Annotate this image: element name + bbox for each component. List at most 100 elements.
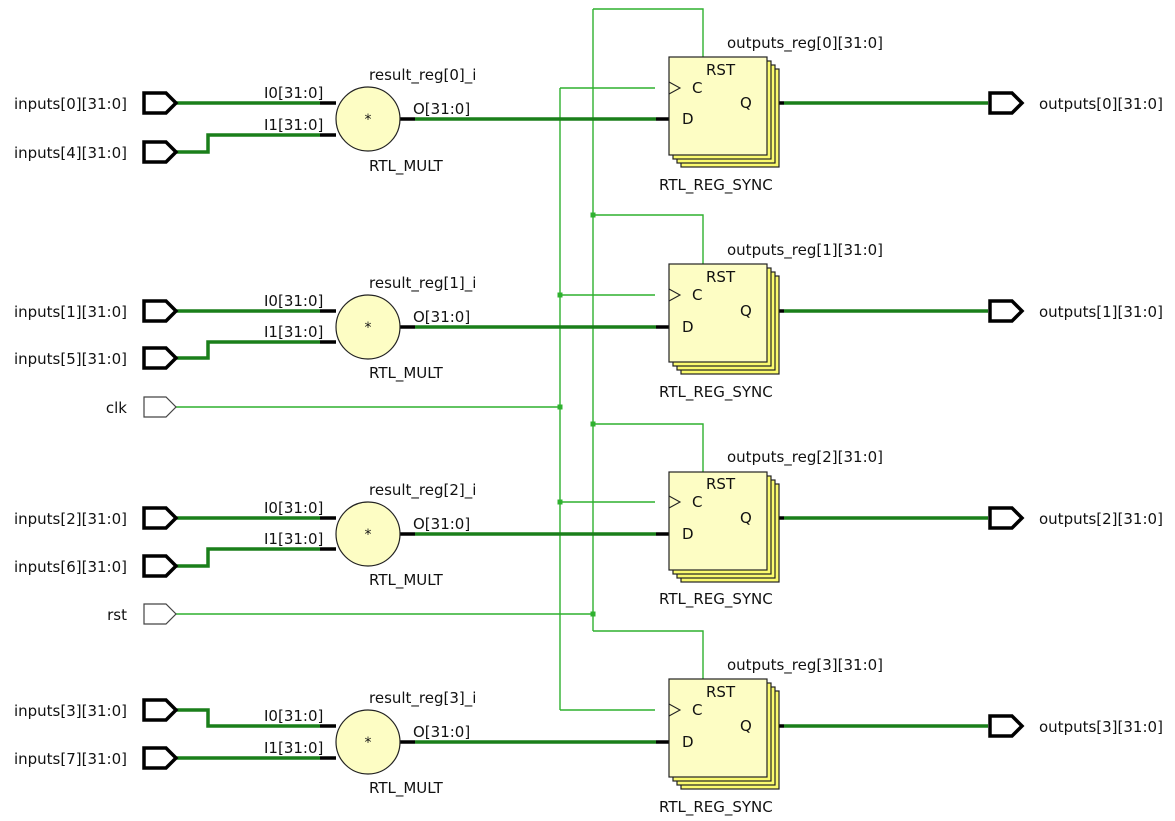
register-pin-d: D	[682, 733, 694, 751]
multiplier-type: RTL_MULT	[369, 364, 444, 383]
input-ports: inputs[0][31:0] inputs[4][31:0] inputs[1…	[14, 91, 179, 770]
register-type: RTL_REG_SYNC	[659, 176, 773, 195]
input-port[interactable]: inputs[6][31:0]	[14, 554, 179, 578]
register-cell[interactable]: outputs_reg[3][31:0] RST C D Q RTL_REG_S…	[659, 656, 883, 817]
output-port[interactable]: outputs[2][31:0]	[988, 506, 1163, 530]
output-ports: outputs[0][31:0] outputs[1][31:0] output…	[988, 91, 1163, 738]
register-body	[668, 263, 768, 363]
multiplier-cell[interactable]: result_reg[2]_i I0[31:0] I1[31:0] * O[31…	[264, 481, 476, 590]
register-pin-c: C	[692, 79, 702, 97]
multiplier-type: RTL_MULT	[369, 157, 444, 176]
register-pin-c: C	[692, 286, 702, 304]
multiplier-type: RTL_MULT	[369, 571, 444, 590]
multiplier-instance-name: result_reg[2]_i	[369, 481, 476, 500]
input-port-label: inputs[2][31:0]	[14, 510, 127, 528]
multiplier-pin-i0: I0[31:0]	[264, 84, 323, 102]
multiplier-pin-o: O[31:0]	[413, 100, 470, 118]
clk-port[interactable]: clk	[106, 396, 177, 418]
register-pin-rst: RST	[706, 683, 736, 701]
rst-port[interactable]: rst	[107, 603, 177, 625]
input-port[interactable]: inputs[7][31:0]	[14, 746, 179, 770]
register-pin-rst: RST	[706, 61, 736, 79]
output-port-label: outputs[1][31:0]	[1039, 303, 1163, 321]
input-port-label: inputs[1][31:0]	[14, 303, 127, 321]
rst-net	[176, 8, 704, 679]
input-port[interactable]: inputs[0][31:0]	[14, 91, 179, 115]
multiplier-pin-i0: I0[31:0]	[264, 707, 323, 725]
multiplier-pin-i1: I1[31:0]	[264, 530, 323, 548]
multiplier-instance-name: result_reg[1]_i	[369, 274, 476, 293]
register-pin-q: Q	[740, 302, 752, 320]
output-port[interactable]: outputs[1][31:0]	[988, 299, 1163, 323]
clk-port-label: clk	[106, 399, 127, 417]
register-pin-c: C	[692, 493, 702, 511]
input-port-label: inputs[5][31:0]	[14, 350, 127, 368]
multiplier-cell[interactable]: result_reg[1]_i I0[31:0] I1[31:0] * O[31…	[264, 274, 476, 383]
multiplier-operator: *	[365, 320, 372, 336]
input-port-label: inputs[6][31:0]	[14, 558, 127, 576]
register-body	[668, 678, 768, 778]
clock-pin-icon	[668, 703, 682, 717]
register-cell[interactable]: outputs_reg[0][31:0] RST C D Q RTL_REG_S…	[659, 34, 883, 195]
register-pin-rst: RST	[706, 475, 736, 493]
input-port[interactable]: inputs[2][31:0]	[14, 506, 179, 530]
input-port-label: inputs[0][31:0]	[14, 95, 127, 113]
output-port-label: outputs[0][31:0]	[1039, 95, 1163, 113]
register-body	[668, 471, 768, 571]
register-type: RTL_REG_SYNC	[659, 590, 773, 609]
register-body	[668, 56, 768, 156]
multiplier-operator: *	[365, 527, 372, 543]
multiplier-instance-name: result_reg[3]_i	[369, 689, 476, 708]
multiplier-pin-i1: I1[31:0]	[264, 323, 323, 341]
rst-port-label: rst	[107, 606, 127, 624]
output-port-label: outputs[2][31:0]	[1039, 510, 1163, 528]
multiplier-pin-o: O[31:0]	[413, 308, 470, 326]
clock-pin-icon	[668, 288, 682, 302]
multiplier-pin-o: O[31:0]	[413, 723, 470, 741]
input-port-label: inputs[7][31:0]	[14, 750, 127, 768]
output-port[interactable]: outputs[3][31:0]	[988, 714, 1163, 738]
clock-pin-icon	[668, 495, 682, 509]
register-instance-name: outputs_reg[1][31:0]	[727, 241, 883, 260]
clock-pin-icon	[668, 81, 682, 95]
multiplier-cell[interactable]: result_reg[0]_i I0[31:0] I1[31:0] * O[31…	[264, 66, 476, 176]
register-instance-name: outputs_reg[0][31:0]	[727, 34, 883, 53]
register-pin-rst: RST	[706, 268, 736, 286]
register-pin-q: Q	[740, 94, 752, 112]
multiplier-operator: *	[365, 112, 372, 128]
input-port[interactable]: inputs[5][31:0]	[14, 346, 179, 370]
multiplier-body	[335, 501, 401, 567]
multiplier-instance-name: result_reg[0]_i	[369, 66, 476, 85]
multiplier-body	[335, 86, 401, 152]
register-instance-name: outputs_reg[2][31:0]	[727, 448, 883, 467]
multiplier-pin-i1: I1[31:0]	[264, 739, 323, 757]
register-type: RTL_REG_SYNC	[659, 383, 773, 402]
register-pin-q: Q	[740, 509, 752, 527]
register-pin-q: Q	[740, 717, 752, 735]
register-pin-d: D	[682, 110, 694, 128]
register-pin-d: D	[682, 525, 694, 543]
register-cell[interactable]: outputs_reg[1][31:0] RST C D Q RTL_REG_S…	[659, 241, 883, 402]
multiplier-pin-i0: I0[31:0]	[264, 292, 323, 310]
multiplier-body	[335, 294, 401, 360]
register-instance-name: outputs_reg[3][31:0]	[727, 656, 883, 675]
bus-nets	[176, 101, 988, 760]
multiplier-pin-i0: I0[31:0]	[264, 499, 323, 517]
multiplier-operator: *	[365, 735, 372, 751]
input-port[interactable]: inputs[4][31:0]	[14, 140, 179, 164]
clk-net	[176, 87, 655, 711]
output-port[interactable]: outputs[0][31:0]	[988, 91, 1163, 115]
input-port-label: inputs[4][31:0]	[14, 144, 127, 162]
multiplier-body	[335, 709, 401, 775]
multiplier-type: RTL_MULT	[369, 779, 444, 798]
register-cell[interactable]: outputs_reg[2][31:0] RST C D Q RTL_REG_S…	[659, 448, 883, 609]
multiplier-cell[interactable]: result_reg[3]_i I0[31:0] I1[31:0] * O[31…	[264, 689, 476, 798]
input-port[interactable]: inputs[3][31:0]	[14, 698, 179, 722]
register-pin-c: C	[692, 701, 702, 719]
input-port[interactable]: inputs[1][31:0]	[14, 299, 179, 323]
multiplier-pin-i1: I1[31:0]	[264, 116, 323, 134]
pin-stubs	[320, 101, 784, 760]
multiplier-pin-o: O[31:0]	[413, 515, 470, 533]
register-type: RTL_REG_SYNC	[659, 798, 773, 817]
